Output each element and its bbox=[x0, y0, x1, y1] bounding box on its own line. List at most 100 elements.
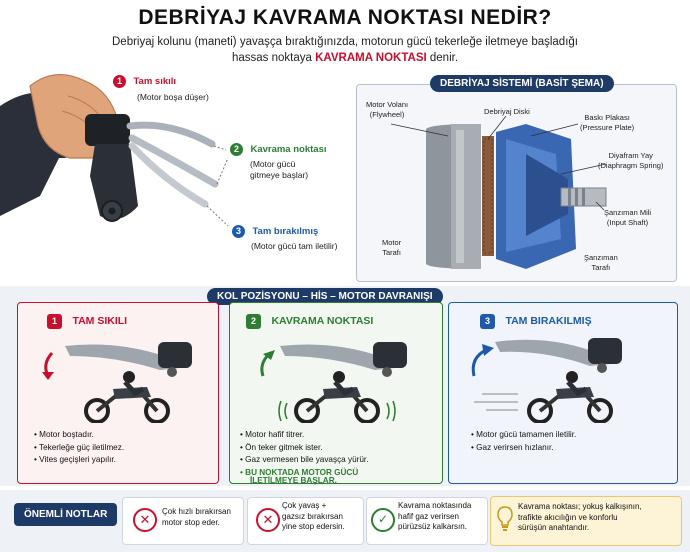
arrow-head-icon bbox=[263, 350, 275, 360]
clutch-disc bbox=[482, 136, 494, 256]
schema-label-diaphragm-l2: (Diaphragm Spring) bbox=[598, 160, 664, 170]
leader-line-2 bbox=[216, 157, 229, 185]
schema-label-diaphragm: Diyafram Yay (Diaphragm Spring) bbox=[598, 151, 663, 170]
schema-label-flywheel: Motor Volanı (Flywheel) bbox=[366, 100, 408, 119]
arrow-head-icon bbox=[482, 344, 494, 356]
callout-desc-1: (Motor boşa düşer) bbox=[137, 92, 209, 102]
callout-kavrama-noktasi: 2 Kavrama noktası (Motor gücü gitmeye ba… bbox=[230, 139, 327, 181]
panel-1-bullets: Motor boştadır. Tekerleğe güç iletilmez.… bbox=[34, 429, 124, 467]
callout-tam-birakilmis: 3 Tam bırakılmış (Motor gücü tam iletili… bbox=[232, 221, 337, 252]
schema-label-diaphragm-l1: Diyafram Yay bbox=[608, 151, 653, 160]
schema-label-engine-l2: Tarafı bbox=[382, 247, 401, 257]
schema-label-gearbox-side: Şanzıman Tarafı bbox=[584, 253, 618, 272]
note-2-line-2: gazsız bırakırsan bbox=[282, 511, 343, 521]
shaft-spline bbox=[582, 188, 585, 206]
callout-title-3: Tam bırakılmış bbox=[252, 226, 319, 237]
motorcycle-icon bbox=[527, 371, 613, 423]
panel-2-bullet-3: Gaz vermesen bile yavaşça yürür. bbox=[240, 454, 368, 467]
lightbulb-icon bbox=[497, 506, 513, 531]
leader-shaft bbox=[595, 201, 605, 211]
tip-line-2: trafikte akıcılığın ve konforlu bbox=[518, 512, 618, 522]
panel-3-bullet-1: Motor gücü tamamen iletilir. bbox=[471, 429, 576, 442]
schema-label-gearbox-l1: Şanzıman bbox=[584, 253, 618, 262]
diaphragm-spring bbox=[526, 154, 568, 236]
schema-label-shaft-l2: (Input Shaft) bbox=[606, 217, 649, 227]
panel-1-bullet-2: Tekerleğe güç iletilmez. bbox=[34, 442, 124, 455]
panel-3-title: TAM BIRAKILMIŞ bbox=[505, 315, 592, 327]
panel-3-illustration bbox=[471, 338, 622, 423]
schema-label-disc: Debriyaj Diski bbox=[484, 107, 530, 116]
leader-line-1 bbox=[213, 145, 227, 151]
bolt-center bbox=[108, 207, 116, 215]
leader-pressure bbox=[530, 123, 579, 137]
check-icon: ✓ bbox=[371, 508, 395, 532]
schema-label-engine-side: Motor Tarafı bbox=[382, 238, 401, 257]
lever-position-1 bbox=[126, 121, 216, 148]
subtitle-line-1: Debriyaj kolunu (maneti) yavaşça bıraktı… bbox=[112, 36, 578, 48]
leader-line-3 bbox=[206, 205, 229, 227]
note-1-line-1: Çok hızlı bırakırsan bbox=[162, 507, 231, 516]
callout-desc-2-line2: gitmeye başlar) bbox=[250, 170, 309, 180]
schema-header: DEBRİYAJ SİSTEMİ (BASİT ŞEMA) bbox=[430, 75, 614, 92]
notes-header: ÖNEMLİ NOTLAR bbox=[14, 503, 118, 526]
panel-1-header: 1 TAM SIKILI bbox=[47, 311, 127, 329]
tip-box bbox=[490, 496, 682, 546]
shaft-spline bbox=[568, 188, 571, 206]
page-title: DEBRİYAJ KAVRAMA NOKTASI NEDİR? bbox=[138, 6, 552, 29]
note-1-text: Çok hızlı bırakırsan motor stop eder. bbox=[162, 507, 231, 528]
cross-icon: ✕ bbox=[133, 508, 157, 532]
schema-label-flywheel-l1: Motor Volanı bbox=[366, 100, 409, 109]
panel-2-number: 2 bbox=[246, 314, 261, 329]
schema-label-flywheel-l2: (Flywheel) bbox=[369, 109, 405, 119]
callout-number-2: 2 bbox=[230, 143, 243, 156]
lever-position-3 bbox=[128, 142, 209, 208]
callout-number-1: 1 bbox=[113, 75, 126, 88]
schema-label-shaft: Şanzıman Mili (Input Shaft) bbox=[604, 208, 651, 227]
panel-2-highlight-line1: BU NOKTADA MOTOR GÜCÜ bbox=[240, 467, 368, 480]
panel-2-illustration bbox=[260, 342, 407, 423]
panel-3-header: 3 TAM BIRAKILMIŞ bbox=[480, 311, 592, 329]
tip-line-1: Kavrama noktası; yokuş kalkışının, bbox=[518, 502, 642, 511]
shaft-spline bbox=[575, 188, 578, 206]
subtitle-highlight: KAVRAMA NOKTASI bbox=[315, 52, 427, 64]
lever-icon bbox=[65, 344, 180, 370]
lever-icon bbox=[495, 339, 610, 366]
panel-1-illustration bbox=[42, 342, 192, 423]
flywheel bbox=[451, 124, 481, 269]
motorcycle-icon bbox=[84, 371, 170, 423]
note-3-line-3: pürüzsüz kalkarsın. bbox=[398, 522, 467, 531]
note-3-text: Kavrama noktasında hafif gaz verirsen pü… bbox=[398, 501, 471, 533]
panel-2-bullet-1: Motor hafif titrer. bbox=[240, 429, 368, 442]
panel-3-bullet-2: Gaz verirsen hızlanır. bbox=[471, 442, 576, 455]
subtitle-text-before: hassas noktaya bbox=[231, 52, 316, 64]
panel-3-number: 3 bbox=[480, 314, 495, 329]
cross-icon: ✕ bbox=[256, 508, 280, 532]
tip-text: Kavrama noktası; yokuş kalkışının, trafi… bbox=[518, 502, 642, 534]
note-2-line-1: Çok yavaş + bbox=[282, 501, 327, 510]
leader-flywheel bbox=[390, 123, 449, 137]
panel-2-bullet-2: Ön teker gitmek ister. bbox=[240, 442, 368, 455]
lever-icon bbox=[280, 344, 395, 370]
subtitle-line-2: hassas noktaya KAVRAMA NOKTASI denir. bbox=[0, 52, 690, 64]
lever-housing bbox=[373, 342, 407, 368]
lever-bolt bbox=[382, 367, 392, 377]
lever-bolt bbox=[167, 367, 177, 377]
leader-disc bbox=[487, 115, 507, 140]
panel-3-bullets: Motor gücü tamamen iletilir. Gaz verirse… bbox=[471, 429, 576, 454]
schema-label-engine-l1: Motor bbox=[382, 238, 402, 247]
note-2-text: Çok yavaş + gazsız bırakırsan yine stop … bbox=[282, 501, 345, 533]
panel-1-bullet-3: Vites geçişleri yapılır. bbox=[34, 454, 124, 467]
lever-housing bbox=[158, 342, 192, 368]
note-3-line-1: Kavrama noktasında bbox=[398, 501, 472, 510]
subtitle-text-after: denir. bbox=[426, 52, 459, 64]
handlebar-grip bbox=[85, 114, 130, 146]
note-3-line-2: hafif gaz verirsen bbox=[398, 511, 459, 521]
callout-desc-2-line1: (Motor gücü bbox=[250, 159, 296, 169]
leader-diaphragm bbox=[560, 163, 607, 175]
lever-bolt bbox=[597, 363, 607, 373]
positions-header: KOL POZİSYONU – HİS – MOTOR DAVRANIŞI bbox=[207, 288, 443, 305]
clutch-body bbox=[90, 144, 138, 220]
callout-title-2: Kavrama noktası bbox=[250, 144, 327, 155]
panel-2-highlight-line2: İLETİLMEYE BAŞLAR. bbox=[250, 476, 337, 485]
schema-label-pressure-l1: Baskı Plakası bbox=[584, 113, 630, 122]
